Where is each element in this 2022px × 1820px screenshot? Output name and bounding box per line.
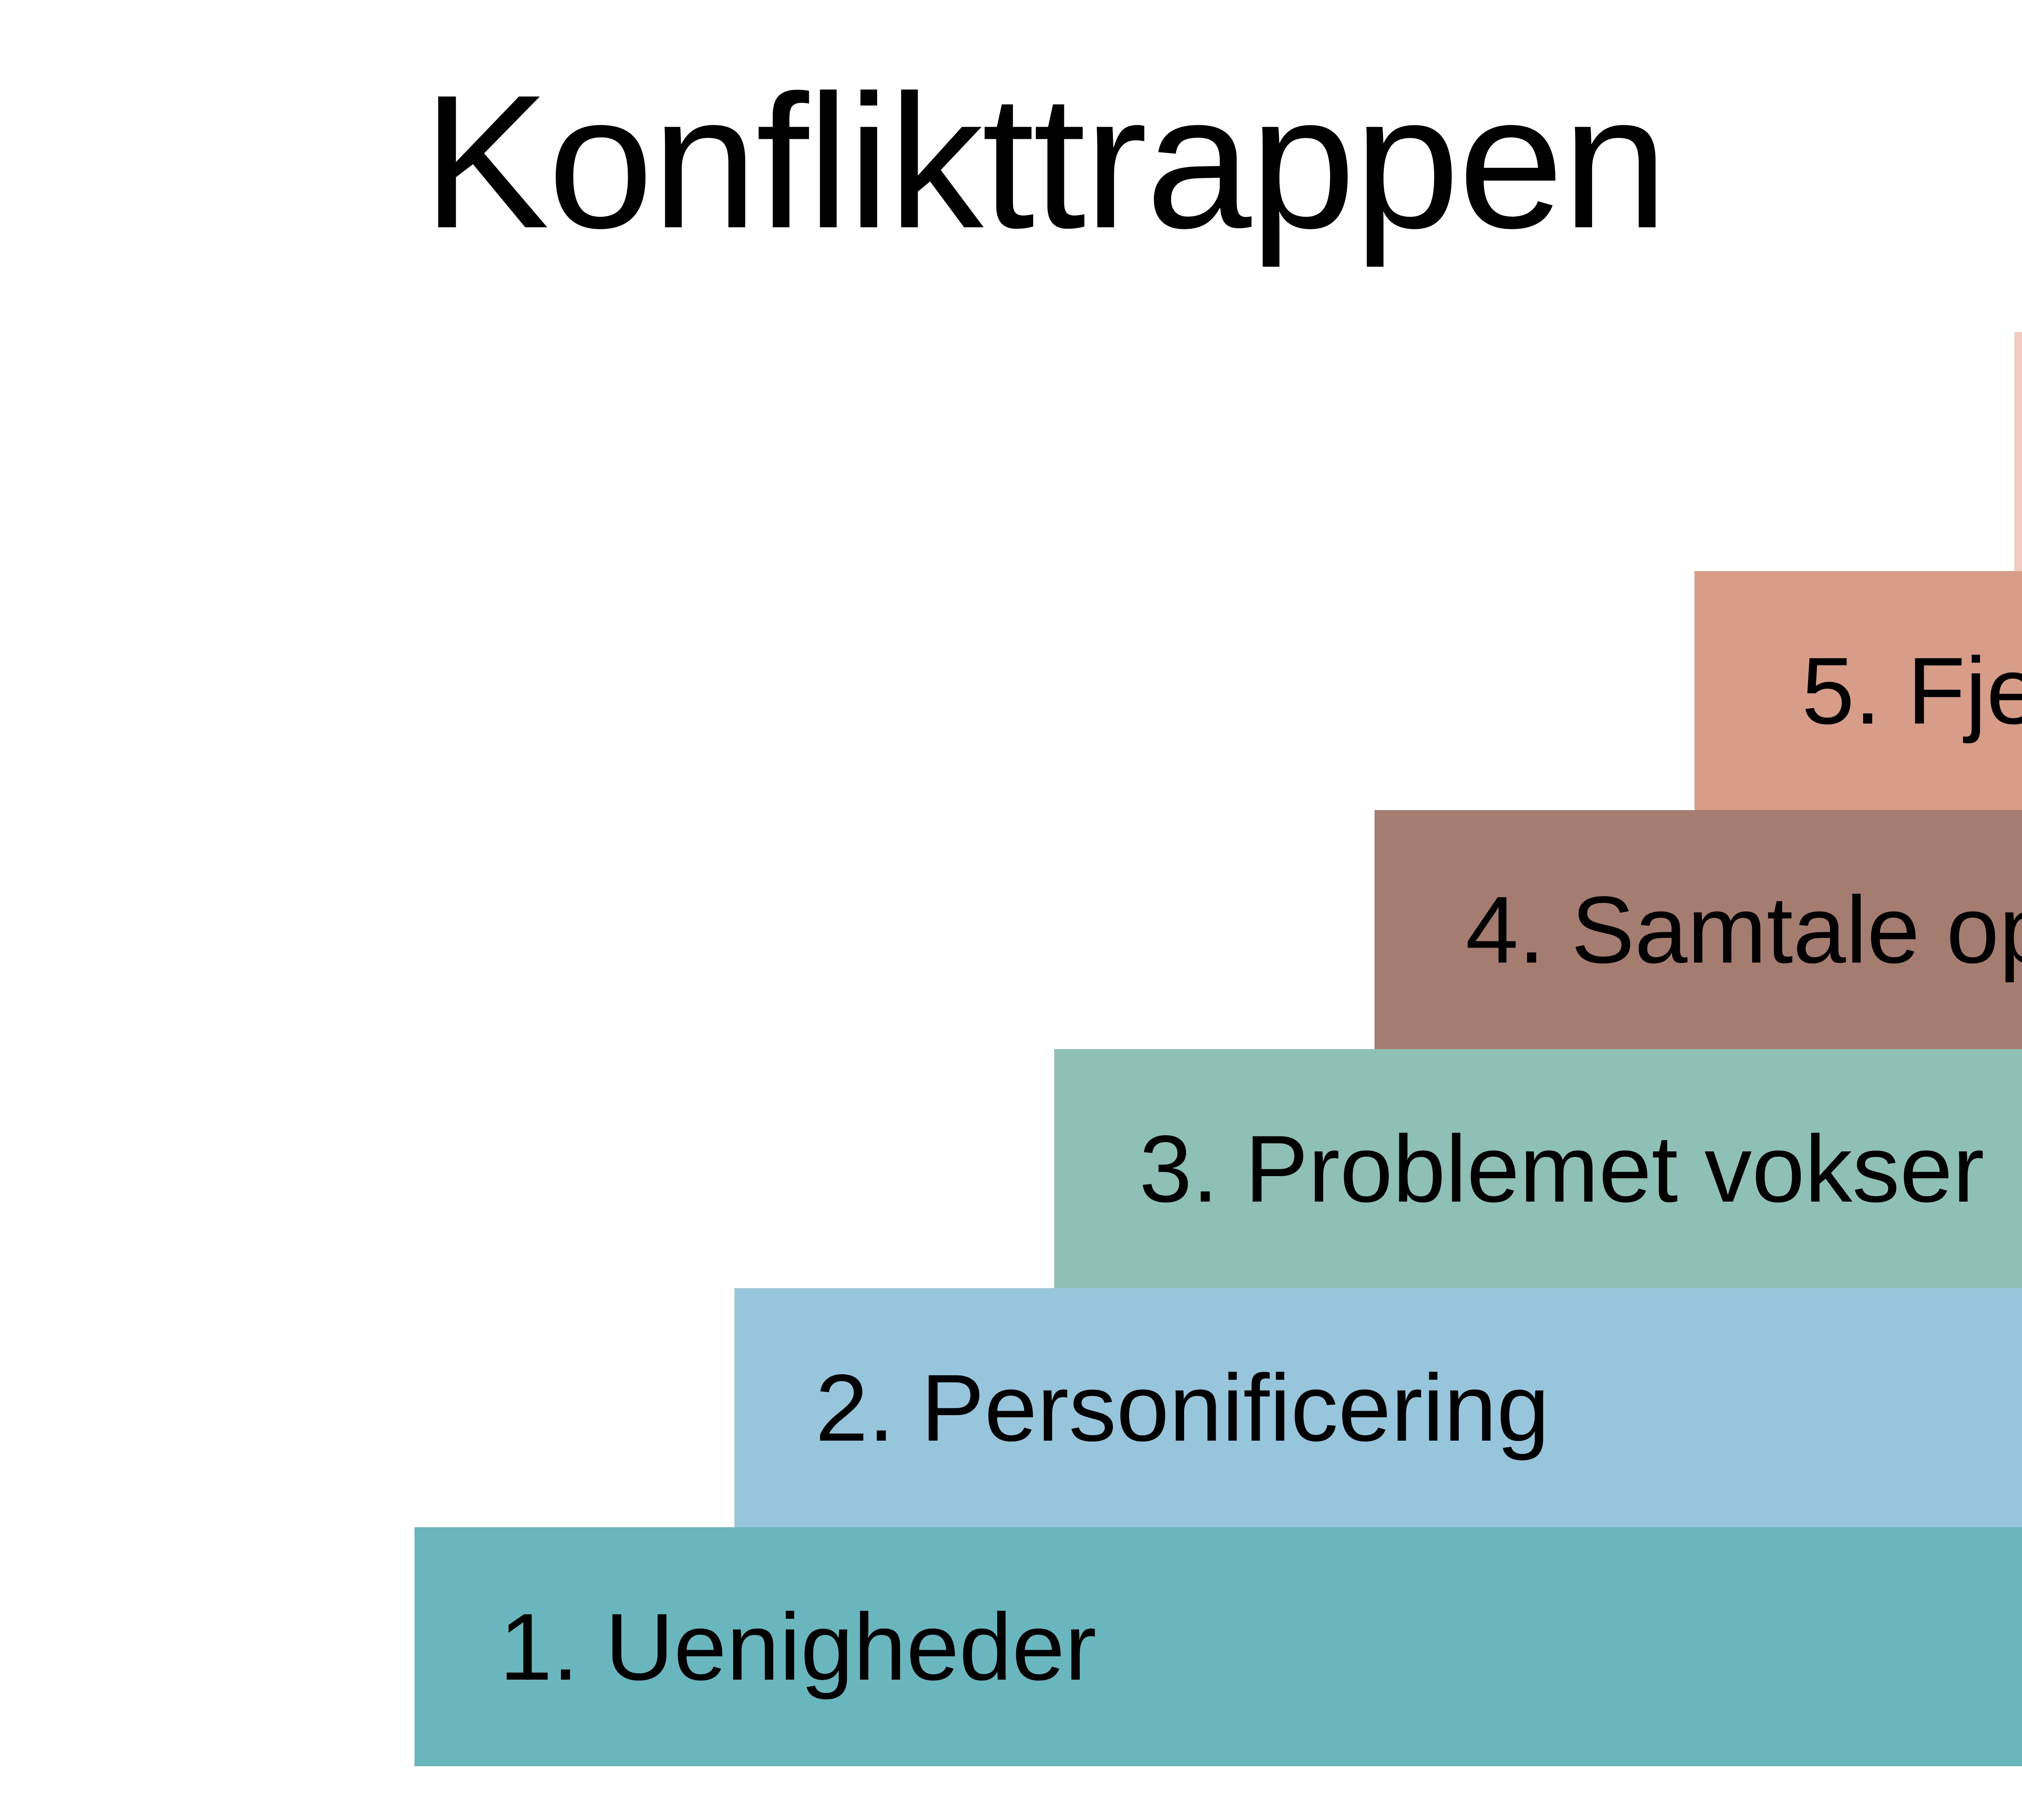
step-bar-3: 3. Problemet vokser — [1054, 1049, 2022, 1288]
step-bar-1: 1. Uenigheder — [415, 1527, 2022, 1766]
step-bar-2: 2. Personificering — [734, 1288, 2022, 1527]
step-bar-6: 6. Åben fjendtlighed — [2014, 332, 2022, 571]
step-bar-5: 5. Fjendebilleder — [1694, 571, 2022, 810]
step-label: 2. Personificering — [815, 1354, 1550, 1461]
step-label: 1. Uenigheder — [499, 1594, 1097, 1700]
step-label: 4. Samtale opgives — [1466, 876, 2022, 983]
step-label: 5. Fjendebilleder — [1802, 637, 2022, 744]
diagram-title: Konflikttrappen — [423, 55, 1668, 268]
step-bar-4: 4. Samtale opgives — [1375, 810, 2022, 1049]
step-label: 3. Problemet vokser — [1139, 1115, 1984, 1222]
